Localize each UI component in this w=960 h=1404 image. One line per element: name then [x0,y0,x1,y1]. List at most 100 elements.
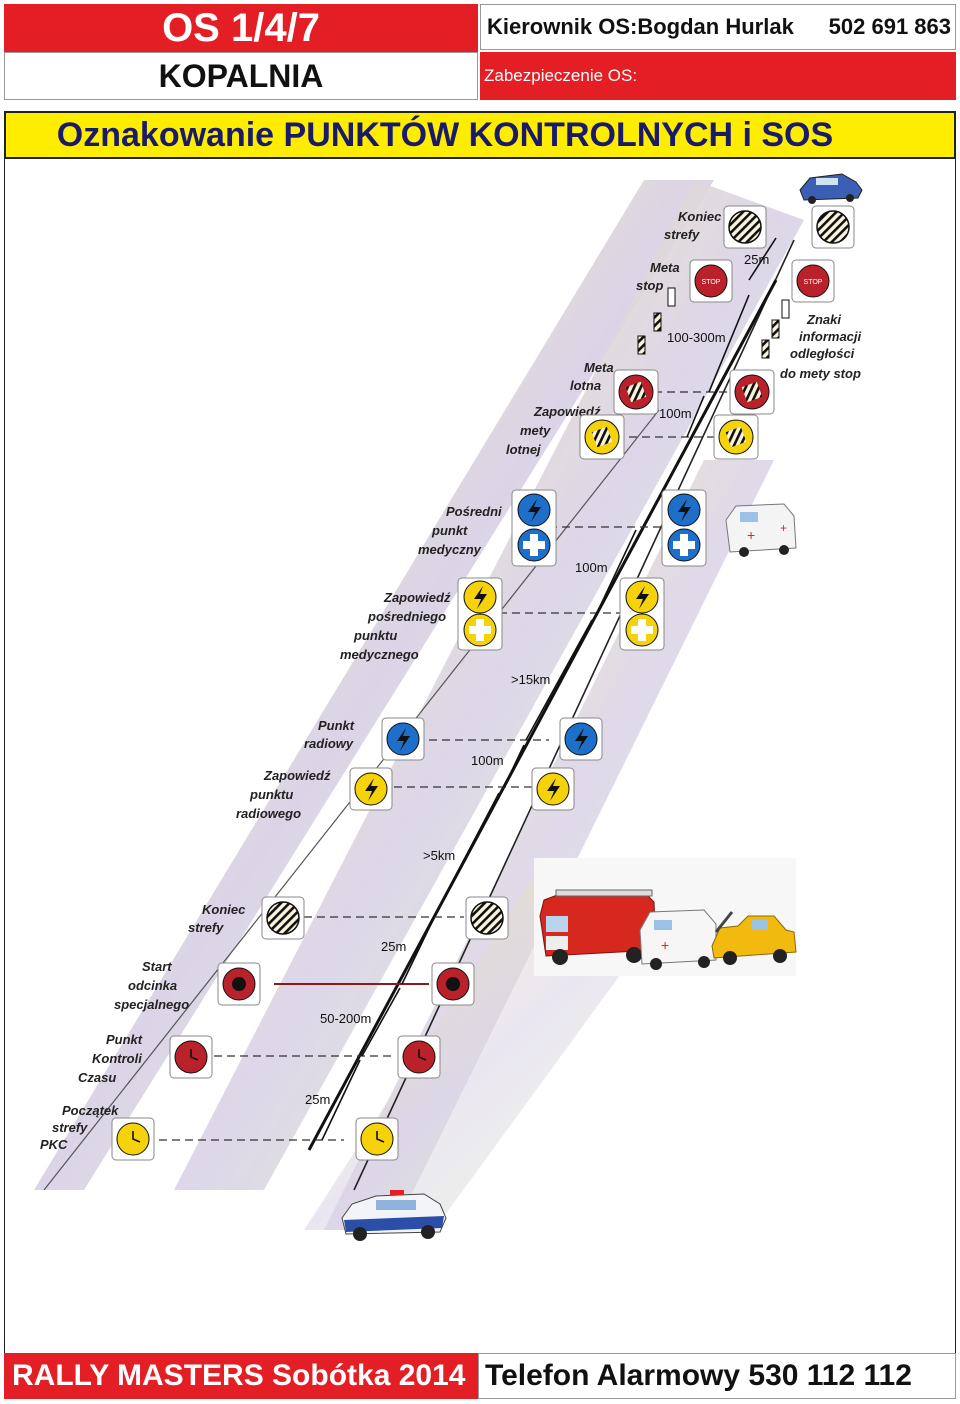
safety-text: Zabezpieczenie OS: [484,66,638,85]
arrow-5km [433,792,500,918]
distance-posts [637,287,790,359]
label-line: informacji [799,329,862,344]
label-znaki-info: Znaki informacji odległości do mety stop [780,312,862,381]
label-line: Koniec [678,209,722,224]
tow-truck-window [752,920,768,930]
label-posredni-punkt: Pośredni punkt medyczny [418,504,502,557]
distance-arrows [321,237,777,1141]
lightning-glyph [547,778,560,801]
cross-glyph [523,534,545,556]
arrow-25m-bot [321,1059,361,1141]
zone-start-sign-left [111,1117,155,1161]
label-zapowiedz-posredniego: Zapowiedź pośredniego punktu medycznego [340,590,451,662]
cross-glyph [469,619,491,641]
label-line: Kontroli [92,1051,142,1066]
flying-finish-sign-left [613,369,659,415]
arrow-15km [525,619,593,741]
ambulance-wheel [698,956,710,968]
stop-text: STOP [804,279,823,286]
post-4 [781,299,790,319]
cross-glyph [631,619,653,641]
section-title: Oznakowanie PUNKTÓW KONTROLNYCH i SOS [4,111,956,159]
label-line: mety [520,423,551,438]
flag-glyph [725,426,747,448]
label-line: Znaki [806,312,841,327]
end-zone-icon [728,210,762,244]
fire-truck-wheel [552,949,568,965]
ambulance-wheel [650,958,662,970]
label-line: pośredniego [367,609,446,624]
director-cell: Kierownik OS:Bogdan Hurlak 502 691 863 [480,4,956,50]
road-band-center [174,180,804,1190]
label-line: odległości [790,346,855,361]
lightning-glyph [678,499,691,522]
end-zone-sign-bottom-left [261,896,305,940]
dist-15km: >15km [511,672,550,687]
ambulance-cross: + [747,527,755,543]
ambulance-window [740,512,758,522]
time-control-sign-left [169,1035,213,1079]
dist-100-med: 100m [575,560,608,575]
start-sign-left [217,962,261,1006]
label-line: strefy [188,920,224,935]
dist-50-200: 50-200m [320,1011,371,1026]
ambulance-wheel [739,547,749,557]
clock-hands [376,1131,385,1143]
stop-icon [694,264,728,298]
label-line: Zapowiedź [383,590,451,605]
post-3 [637,335,646,355]
label-line: odcinka [128,978,177,993]
label-line: punktu [353,628,397,643]
footer-alarm-text: Telefon Alarmowy 530 112 112 [485,1359,912,1392]
tow-truck-icon [711,911,797,965]
end-zone-sign-top-right [811,205,855,249]
label-line: lotnej [506,442,541,457]
director-phone: 502 691 863 [828,14,951,39]
medical-point-sign-right [661,489,707,567]
flag-glyph [625,381,647,403]
post-1 [667,287,676,307]
label-line: medyczny [418,542,482,557]
stage-number: OS 1/4/7 [4,4,478,52]
lightning-glyph [575,728,588,751]
flag-glyph [591,426,613,448]
label-line: strefy [664,227,700,242]
fire-truck-wheel [626,947,642,963]
label-zapowiedz-radiowego: Zapowiedź punktu radiowego [236,768,331,821]
footer-event-text: RALLY MASTERS Sobótka 2014 [12,1359,466,1392]
arrow-25m-mid [401,921,433,985]
course-diagram: 25m 100-300m 100m 100m >15km 100m >5km 2… [34,173,863,1241]
finish-warning-sign-left [579,414,625,460]
label-line: Meta [584,360,614,375]
end-zone-sign-top-left [723,205,767,249]
label-line: punkt [431,523,468,538]
label-poczatek-strefy: Początek strefy PKC [40,1103,119,1152]
lightning-glyph [397,728,410,751]
label-line: radiowego [236,806,301,821]
label-koniec-strefy-top: Koniec strefy [664,209,722,242]
start-glyph [446,977,460,991]
end-zone-sign-bottom-right [465,896,509,940]
fire-truck-grille [546,936,568,950]
zone-start-sign-right [355,1117,399,1161]
fire-truck-window [546,916,568,932]
label-start-odcinka: Start odcinka specjalnego [114,959,189,1012]
start-glyph [232,977,246,991]
ambulance-window [654,920,672,930]
label-line: lotna [570,378,601,393]
car-lightbar [390,1190,404,1195]
label-line: Meta [650,260,680,275]
end-zone-icon [816,210,850,244]
tow-truck-wheel [723,951,737,965]
label-line: radiowy [304,736,354,751]
radio-point-sign-right [559,717,603,761]
lightning-glyph [474,586,487,609]
director-text: Kierownik OS:Bogdan Hurlak [487,14,794,39]
radio-point-sign-left [381,717,425,761]
clock-hands [132,1131,141,1143]
lightning-glyph [528,499,541,522]
flying-finish-sign-right [729,369,775,415]
label-line: PKC [40,1137,68,1152]
safety-cell: Zabezpieczenie OS: [480,52,956,100]
dist-5km: >5km [423,848,455,863]
